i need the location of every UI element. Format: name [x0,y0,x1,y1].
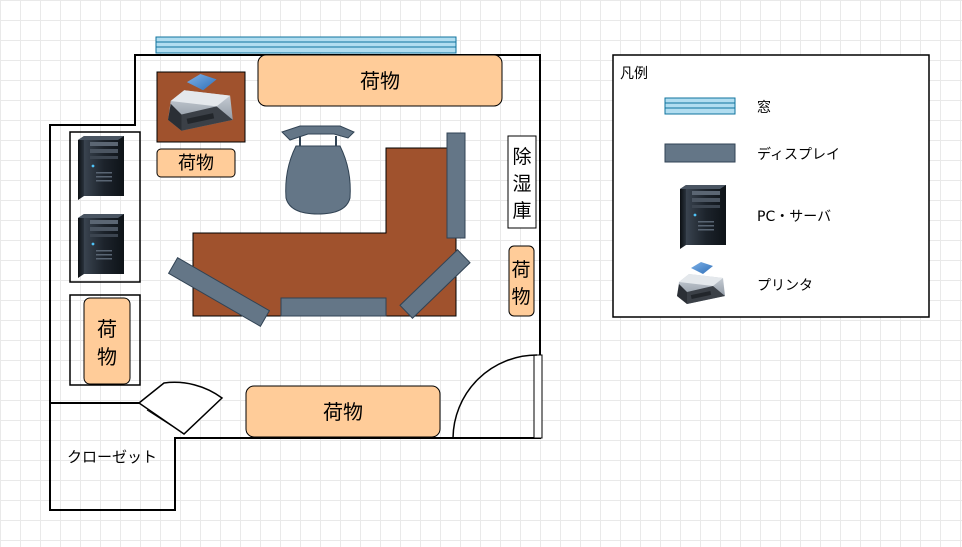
printer-cabinet [156,71,246,143]
cargo-printer: 荷物 [156,148,236,178]
server-icon [78,136,124,200]
legend-server-label: PC・サーバ [757,209,831,225]
display-right-angled [399,249,471,319]
server-icon [78,214,124,278]
cargo-right-label-2: 物 [511,286,530,308]
legend: 凡例 窓 ディスプレイ PC・サーバ プリンタ [612,54,930,318]
room-wall [49,54,541,511]
dehumidifier-label-1: 除 [512,146,531,168]
closet-label: クローゼット [67,448,157,466]
office-chair [281,125,355,215]
display-left-angled [167,257,271,327]
dehumidifier: 除 湿 庫 [507,135,537,229]
display-group [167,132,471,327]
dehumidifier-label-3: 庫 [512,200,531,222]
cargo-printer-label: 荷物 [178,153,214,174]
legend-window-label: 窓 [757,99,771,116]
window-icon [664,97,736,115]
window [155,36,457,54]
display-right [446,132,466,239]
entrance-door [452,354,543,439]
cargo-left-label-1: 荷 [97,317,117,341]
cargo-left-shelf: 荷 物 [69,294,141,386]
closet-door [137,381,224,435]
legend-title: 凡例 [620,66,648,82]
display-icon [664,143,736,163]
cargo-right: 荷 物 [508,245,535,317]
cargo-bottom-label: 荷物 [323,400,363,424]
dehumidifier-label-2: 湿 [512,173,531,195]
cargo-top-label: 荷物 [360,69,400,93]
legend-display-label: ディスプレイ [757,146,840,163]
cargo-bottom: 荷物 [245,385,441,438]
server-shelf [69,131,141,283]
legend-printer-label: プリンタ [757,278,813,294]
cargo-right-label-1: 荷 [511,259,530,281]
cargo-left-label-2: 物 [97,345,117,369]
server-icon [680,185,726,249]
display-center [280,297,387,317]
cargo-top: 荷物 [257,54,503,107]
